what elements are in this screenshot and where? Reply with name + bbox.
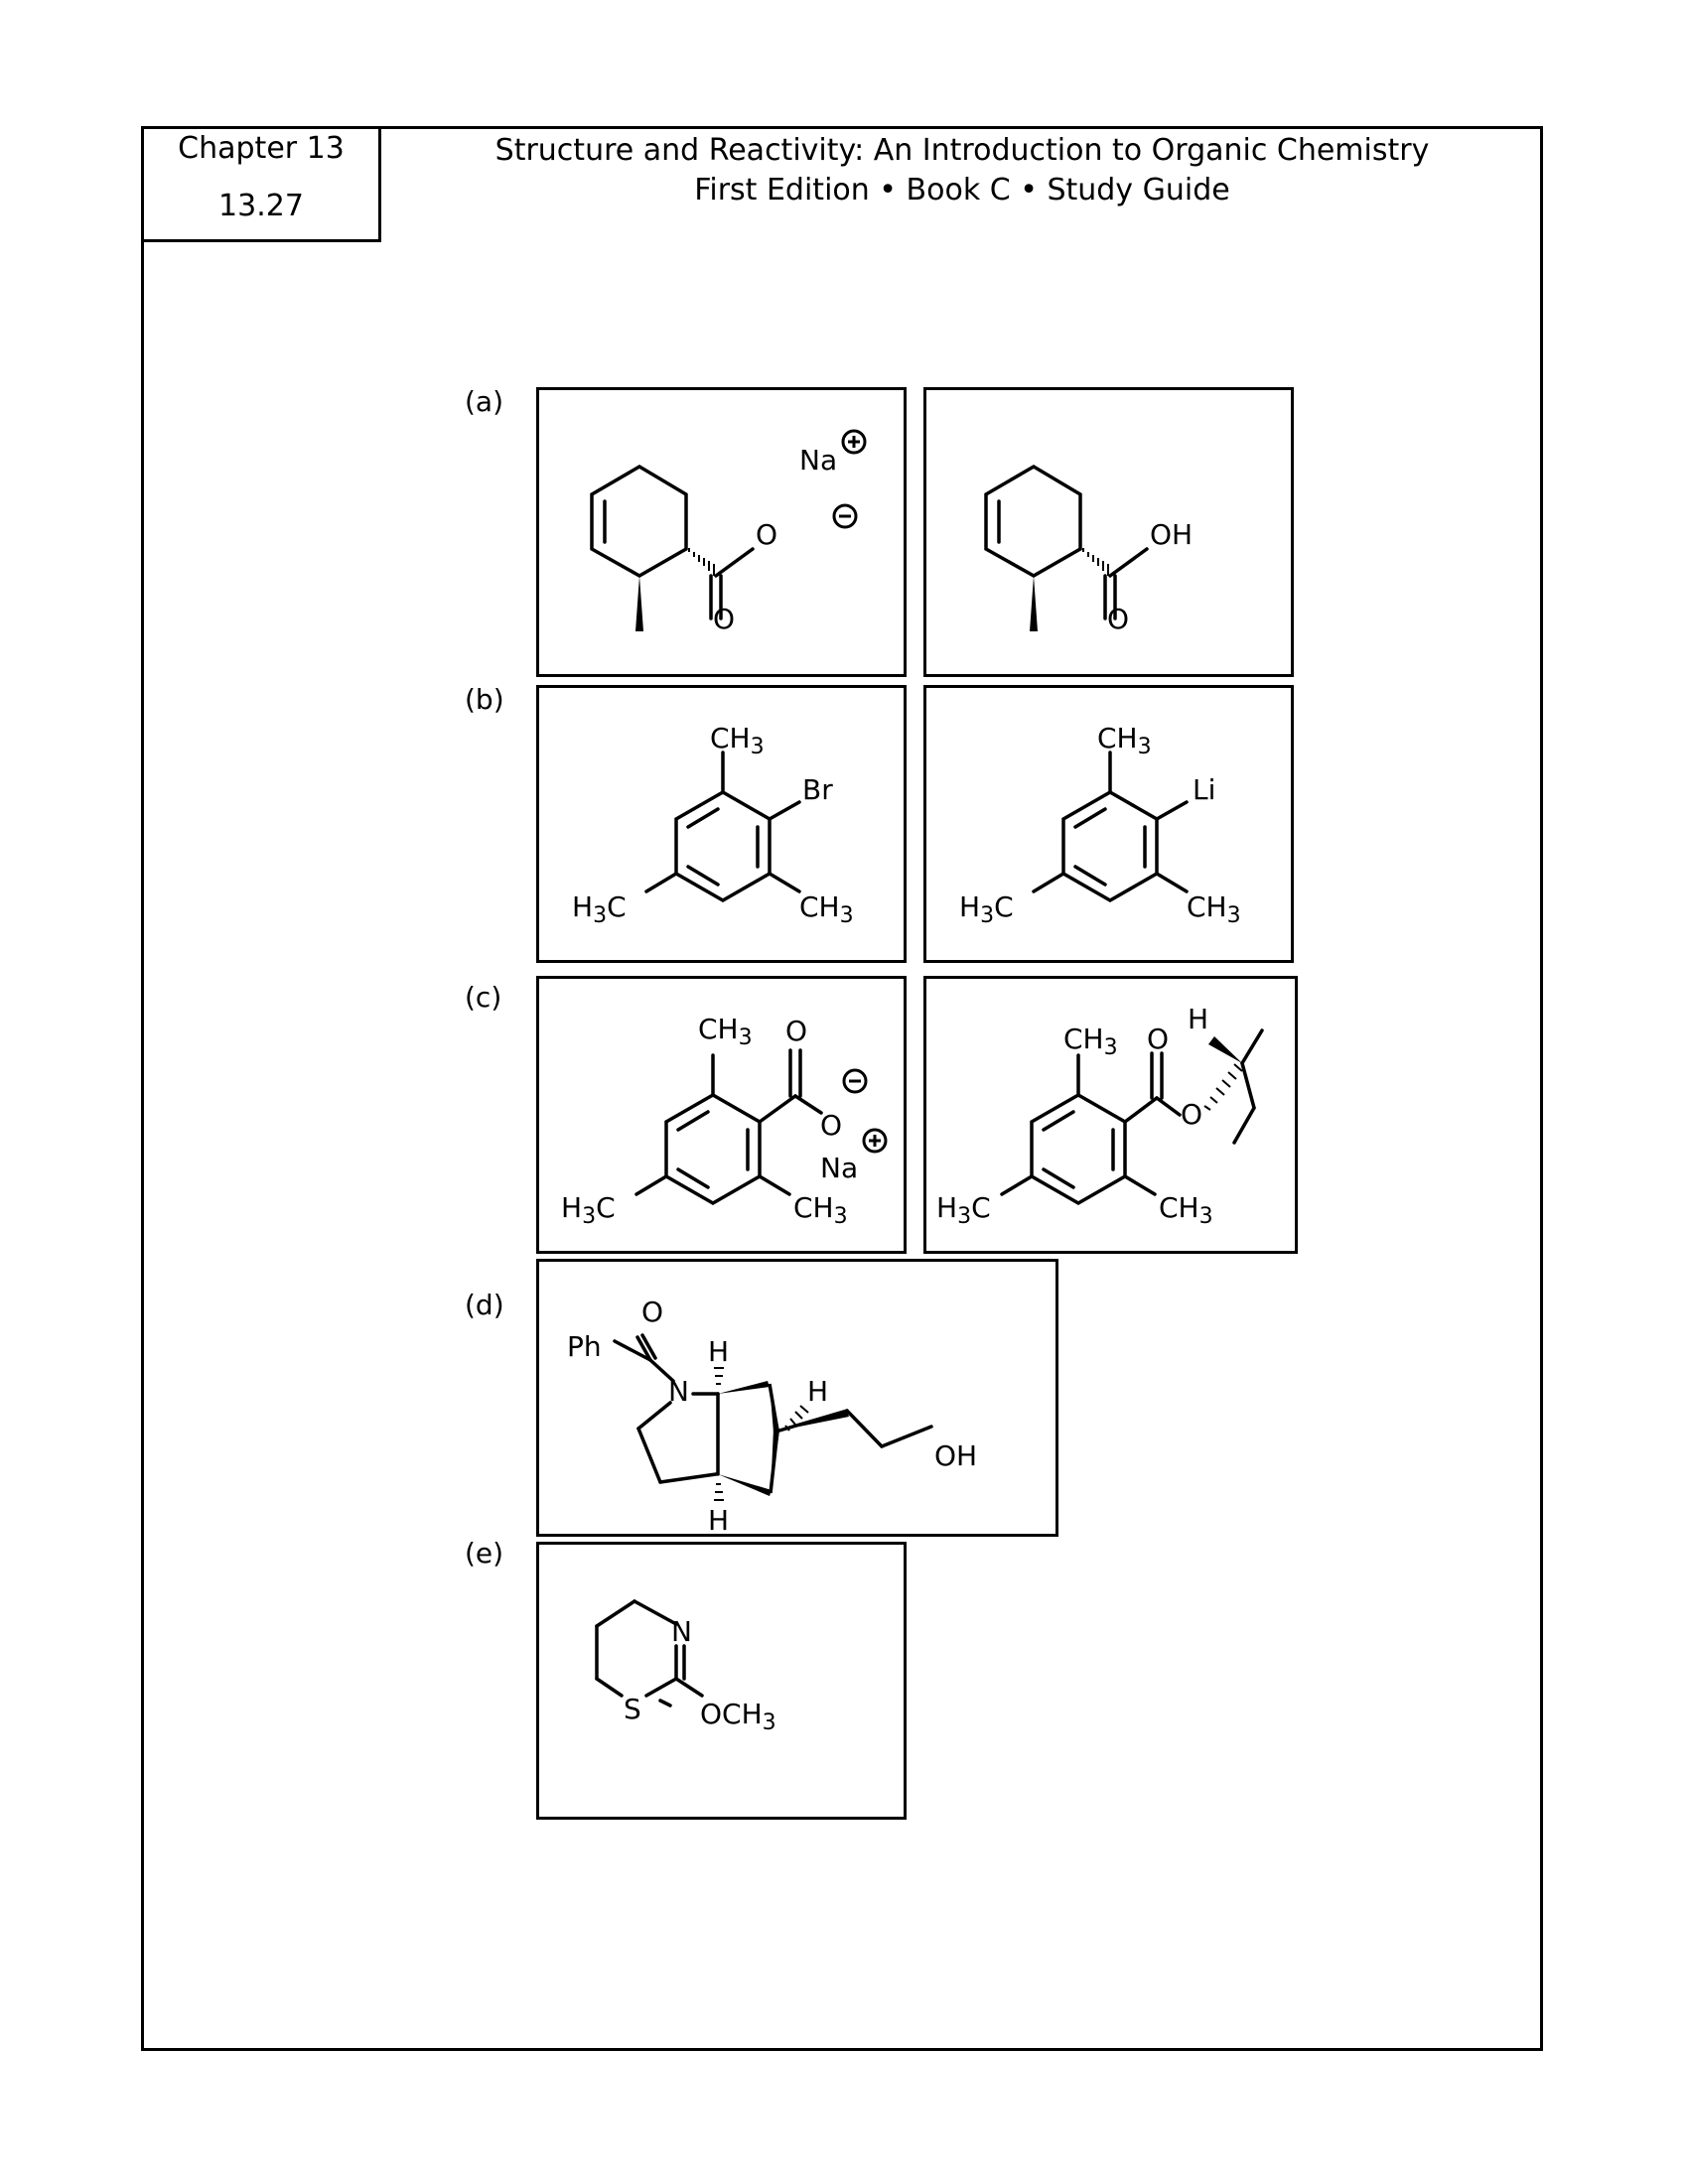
structure-c-right: CH3 O O H CH3 H3C <box>923 976 1298 1254</box>
svg-text:CH3: CH3 <box>1159 1191 1213 1229</box>
atom-o-ester: O <box>1181 1098 1202 1131</box>
header-subtitle: First Edition • Book C • Study Guide <box>694 173 1230 207</box>
structure-a-right-drawing: O OH <box>984 464 1193 635</box>
svg-text:CH3: CH3 <box>793 1191 848 1229</box>
negative-charge-icon <box>842 1068 868 1094</box>
part-label-a: (a) <box>465 385 504 418</box>
structure-c-left-drawing: CH3 O O Na CH3 H3C <box>561 1013 888 1229</box>
atom-o: O <box>713 603 735 635</box>
svg-text:CH3: CH3 <box>1097 722 1152 759</box>
atom-br: Br <box>802 773 833 806</box>
svg-text:OCH3: OCH3 <box>700 1698 776 1735</box>
svg-text:CH3: CH3 <box>710 722 765 759</box>
part-label-b: (b) <box>465 683 504 716</box>
page-header: Structure and Reactivity: An Introductio… <box>381 131 1543 210</box>
chapter-label: Chapter 13 <box>178 131 345 166</box>
structure-b-right-drawing: CH3 Li CH3 H3C <box>959 722 1241 928</box>
structure-d: O Ph N H H H OH <box>536 1259 1058 1537</box>
part-label-c: (c) <box>465 981 502 1014</box>
structure-a-left-drawing: O O Na <box>590 429 867 635</box>
atom-oh: OH <box>1150 518 1193 551</box>
atom-h: H <box>1188 1003 1208 1035</box>
atom-oh: OH <box>934 1439 977 1472</box>
svg-text:H3C: H3C <box>561 1191 616 1229</box>
structure-b-left-drawing: CH3 Br CH3 H3C <box>572 722 854 928</box>
structure-e: N S OCH3 <box>536 1542 907 1820</box>
atom-n: N <box>668 1375 689 1408</box>
header-title: Structure and Reactivity: An Introductio… <box>494 133 1430 168</box>
structure-d-drawing: O Ph N H H H OH <box>567 1296 977 1537</box>
atom-o-minus: O <box>820 1109 842 1142</box>
label-ch: CH <box>710 722 751 754</box>
label-h: H <box>936 1191 957 1224</box>
label-ch: CH <box>793 1191 834 1224</box>
label-h: H <box>561 1191 582 1224</box>
atom-n: N <box>671 1615 692 1648</box>
positive-charge-icon <box>841 429 867 455</box>
structure-a-left: O O Na <box>536 387 907 677</box>
label-ch: CH <box>1097 722 1138 754</box>
svg-text:CH3: CH3 <box>1187 890 1241 928</box>
atom-h-bottom: H <box>708 1504 729 1537</box>
svg-text:CH3: CH3 <box>799 890 854 928</box>
atom-h-right: H <box>807 1375 828 1408</box>
structure-b-left: CH3 Br CH3 H3C <box>536 685 907 963</box>
part-label-e: (e) <box>465 1537 504 1570</box>
atom-na: Na <box>820 1152 858 1184</box>
atom-s: S <box>624 1693 641 1725</box>
label-h: H <box>959 890 980 923</box>
atom-h-top: H <box>708 1335 729 1368</box>
positive-charge-icon <box>862 1128 888 1154</box>
part-label-d: (d) <box>465 1289 504 1321</box>
svg-text:CH3: CH3 <box>1063 1023 1118 1060</box>
label-h: H <box>572 890 593 923</box>
atom-o: O <box>1107 603 1129 635</box>
page-frame <box>141 126 1543 2051</box>
atom-o: O <box>641 1296 663 1328</box>
label-ch: CH <box>1159 1191 1199 1224</box>
atom-o: O <box>1147 1023 1169 1055</box>
structure-e-drawing: N S OCH3 <box>595 1599 776 1735</box>
svg-text:H3C: H3C <box>572 890 627 928</box>
label-ch: CH <box>1187 890 1227 923</box>
structure-c-right-drawing: CH3 O O H CH3 H3C <box>936 1003 1264 1229</box>
atom-o-minus: O <box>756 518 777 551</box>
svg-text:CH3: CH3 <box>698 1013 753 1050</box>
svg-text:H3C: H3C <box>936 1191 991 1229</box>
chapter-box: Chapter 13 13.27 <box>141 126 381 242</box>
atom-o: O <box>785 1015 807 1047</box>
negative-charge-icon <box>832 503 858 529</box>
label-ch: CH <box>698 1013 739 1045</box>
label-och: OCH <box>700 1698 763 1730</box>
atom-ph: Ph <box>567 1330 602 1363</box>
atom-li: Li <box>1193 773 1215 806</box>
structure-a-right: O OH <box>923 387 1294 677</box>
svg-text:H3C: H3C <box>959 890 1014 928</box>
structure-c-left: CH3 O O Na CH3 H3C <box>536 976 907 1254</box>
label-ch: CH <box>1063 1023 1104 1055</box>
label-ch: CH <box>799 890 840 923</box>
problem-number: 13.27 <box>218 189 304 223</box>
structure-b-right: CH3 Li CH3 H3C <box>923 685 1294 963</box>
atom-na: Na <box>799 444 837 477</box>
